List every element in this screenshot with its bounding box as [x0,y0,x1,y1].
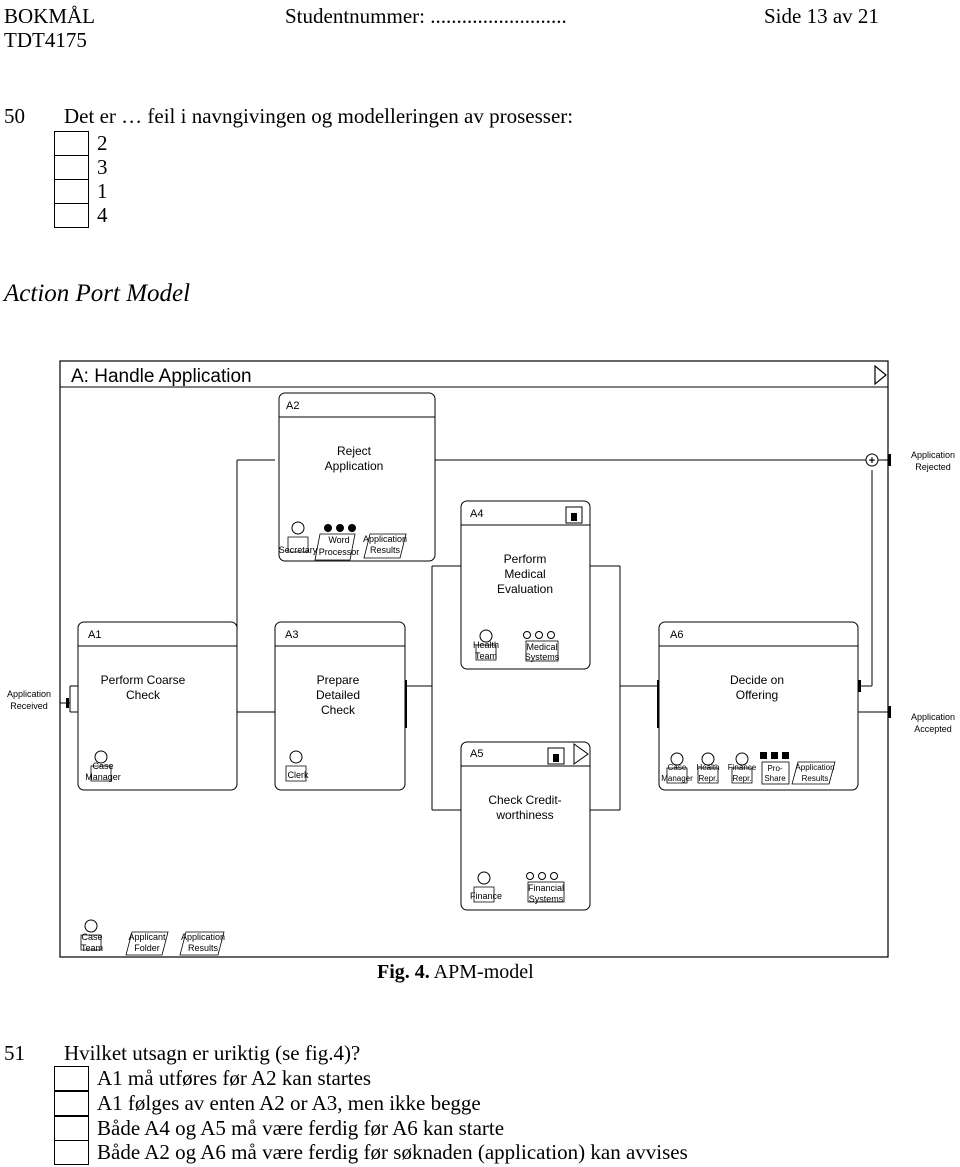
option-label: 1 [97,179,108,203]
svg-text:Word: Word [328,535,349,545]
svg-text:Results: Results [802,774,829,783]
svg-text:Perform: Perform [504,552,547,566]
task-a6: A6 Decide on Offering Case Manager Healt… [658,621,859,791]
svg-text:Accepted: Accepted [914,724,952,734]
svg-text:Evaluation: Evaluation [497,582,553,596]
svg-text:Received: Received [10,701,48,711]
svg-text:Case: Case [92,761,113,771]
svg-text:Health: Health [696,763,719,772]
apm-diagram: A: Handle Application Application Receiv… [7,360,955,958]
svg-text:A3: A3 [285,629,298,641]
option-checkbox[interactable] [54,203,89,228]
task-a1: A1 Perform Coarse Check Case Manager [77,621,238,791]
task-a2: A2 Reject Application Secretary Word Pro… [278,392,436,562]
section-title: Action Port Model [4,280,191,307]
svg-text:Reject: Reject [337,444,372,458]
figure-caption: Fig. 4. APM-model [377,961,534,983]
svg-text:Results: Results [370,545,401,555]
svg-text:Application: Application [911,712,955,722]
svg-text:Perform Coarse: Perform Coarse [101,673,186,687]
svg-text:Detailed: Detailed [316,688,360,702]
svg-text:Results: Results [188,943,219,953]
svg-text:+: + [869,455,875,467]
question-50-number: 50 [4,104,25,128]
port-application-received: Application Received [7,689,51,711]
option-label: Både A2 og A6 må være ferdig før søknade… [97,1140,688,1164]
svg-text:Application: Application [911,450,955,460]
svg-text:A4: A4 [470,508,483,520]
svg-text:Clerk: Clerk [287,770,309,780]
header-page: Side 13 av 21 [764,4,879,28]
header-course: TDT4175 [4,28,87,52]
svg-text:Systems: Systems [529,894,564,904]
option-checkbox[interactable] [54,179,89,204]
or-join-icon [865,453,879,467]
svg-text:Rejected: Rejected [915,462,951,472]
play-icon [874,364,887,386]
option-checkbox[interactable] [54,1066,89,1091]
svg-text:Application: Application [795,763,834,772]
svg-text:Financial: Financial [528,883,564,893]
svg-text:A5: A5 [470,748,483,760]
question-51-text: Hvilket utsagn er uriktig (se fig.4)? [64,1041,361,1065]
svg-text:Processor: Processor [319,547,360,557]
svg-text:Check: Check [126,688,161,702]
svg-text:Manager: Manager [661,774,693,783]
svg-text:Application: Application [363,534,407,544]
svg-text:Prepare: Prepare [317,673,360,687]
svg-text:Application: Application [325,459,384,473]
flow-lines [60,459,888,811]
diagram-title: A: Handle Application [71,366,252,387]
svg-text:Medical: Medical [526,642,557,652]
task-a5: A5 Check Credit- worthiness Finance Fina… [460,741,591,911]
svg-text:Health: Health [473,640,499,650]
svg-text:Share: Share [764,774,786,783]
option-label: 4 [97,203,108,227]
svg-text:Pro-: Pro- [767,764,782,773]
svg-text:A6: A6 [670,629,683,641]
svg-text:Decide on: Decide on [730,673,784,687]
svg-text:Team: Team [475,651,497,661]
svg-text:A2: A2 [286,400,299,412]
svg-text:Repr.: Repr. [732,774,751,783]
svg-text:Check: Check [321,703,356,717]
svg-text:Application: Application [7,689,51,699]
svg-text:Team: Team [81,943,103,953]
question-51-number: 51 [4,1041,25,1065]
task-a3: A3 Prepare Detailed Check Clerk [274,621,406,791]
svg-text:Manager: Manager [85,772,121,782]
svg-text:Systems: Systems [525,652,560,662]
svg-text:Secretary: Secretary [279,545,318,555]
option-label: Både A4 og A5 må være ferdig før A6 kan … [97,1116,505,1140]
port-application-rejected: Application Rejected [911,450,955,472]
option-label: A1 må utføres før A2 kan startes [97,1066,372,1090]
svg-text:Repr.: Repr. [698,774,717,783]
svg-text:Finance: Finance [728,763,757,772]
option-label: A1 følges av enten A2 or A3, men ikke be… [97,1091,481,1115]
option-checkbox[interactable] [54,1140,89,1165]
svg-text:Case: Case [81,932,102,942]
option-label: 3 [97,155,108,179]
svg-text:Medical: Medical [504,567,545,581]
svg-text:Application: Application [181,932,225,942]
process-resources: Case Team Applicant Folder Application R… [80,919,225,956]
task-a4: A4 Perform Medical Evaluation Health Tea… [460,500,591,670]
svg-text:Folder: Folder [134,943,160,953]
svg-text:Finance: Finance [470,891,502,901]
svg-text:Check Credit-: Check Credit- [488,793,561,807]
port-application-accepted: Application Accepted [911,712,955,734]
svg-text:Applicant: Applicant [128,932,166,942]
header-student-number: Studentnummer: .........................… [285,4,567,28]
question-50-text: Det er … feil i navngivingen og modeller… [64,104,574,128]
option-checkbox[interactable] [54,1116,89,1141]
option-label: 2 [97,131,108,155]
header-left: BOKMÅL [4,4,96,28]
svg-text:A1: A1 [88,629,101,641]
option-checkbox[interactable] [54,1091,89,1116]
svg-text:Offering: Offering [736,688,778,702]
svg-text:worthiness: worthiness [495,808,553,822]
svg-text:Case: Case [668,763,687,772]
option-checkbox[interactable] [54,155,89,180]
